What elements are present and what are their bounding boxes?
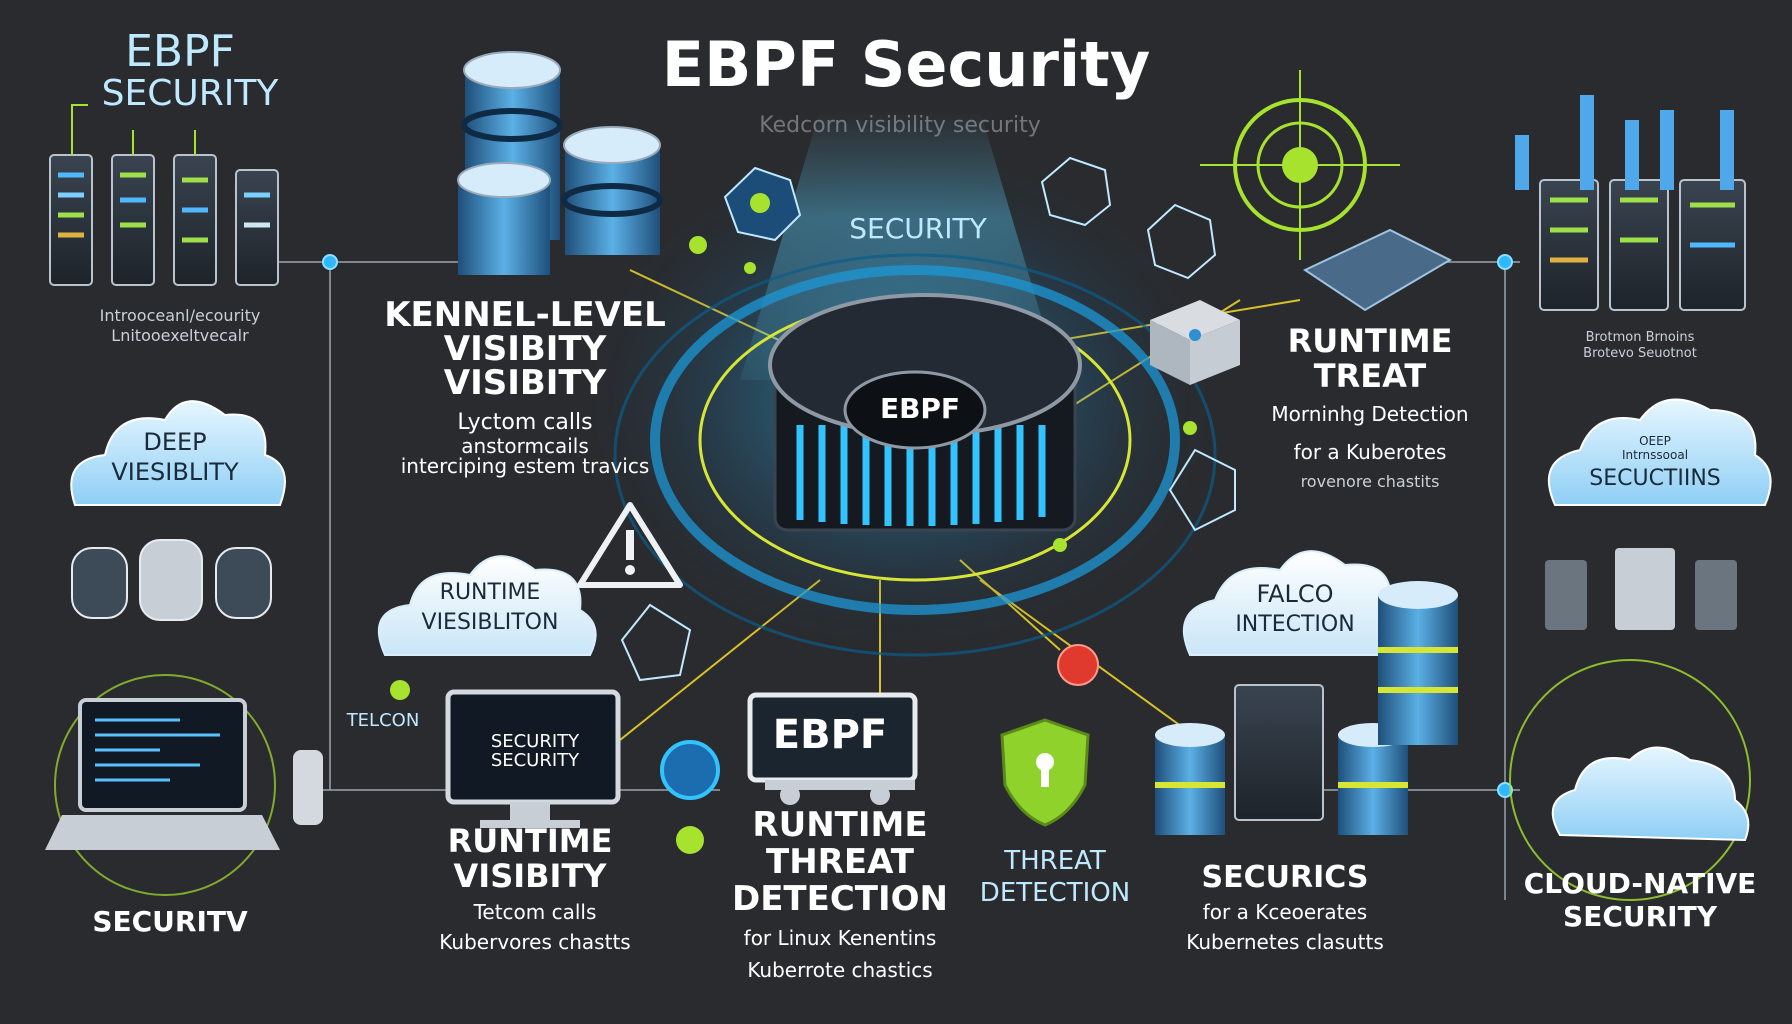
securics-title: SECURICS — [1201, 860, 1369, 895]
icons-right-middle — [1545, 548, 1737, 630]
falco-cloud-2: INTECTION — [1235, 612, 1355, 637]
runtime-treat-2: TREAT — [1313, 357, 1427, 395]
deep-cloud-2: VIESIBLITY — [111, 458, 239, 486]
deep-cloud-1: DEEP — [143, 428, 207, 456]
kernel-sub-1: Lyctom calls — [457, 410, 593, 435]
securics-sub-1: for a Kceoerates — [1202, 900, 1368, 924]
runtime-cloud-2: VIESIBLITON — [421, 610, 559, 635]
runtime-cloud-1: RUNTIME — [439, 580, 541, 605]
top-right-caption-1: Brotmon Brnoins — [1585, 330, 1695, 345]
kernel-line-1: KENNEL-LEVEL — [384, 295, 666, 335]
lock-node-icon — [660, 740, 720, 800]
usb-device — [293, 750, 323, 825]
threat-detection-1: THREAT — [1004, 846, 1106, 876]
runtime-treat-sub-3: rovenore chastits — [1300, 472, 1440, 491]
truck-icon — [747, 692, 918, 805]
cloud-runtime — [377, 555, 597, 656]
glow-nodes — [390, 236, 1197, 854]
shield-icon — [1000, 718, 1090, 827]
top-left-title-2: SECURITY — [101, 73, 279, 114]
falco-cloud-1: FALCO — [1256, 580, 1334, 608]
subtitle: Kedcorn visibility security — [759, 113, 1041, 138]
link-dots — [322, 254, 1513, 798]
beam-label: SECURITY — [849, 212, 987, 245]
keyboard-chip — [1302, 228, 1453, 312]
kernel-sub-2: anstormcails — [461, 434, 589, 458]
kernel-sub-3: interciping estem travics — [400, 454, 650, 478]
monitor-icon — [445, 689, 621, 828]
monitor-screen-1: SECURITY — [490, 731, 580, 752]
cube-icon — [1150, 300, 1240, 385]
alert-dot — [1057, 644, 1099, 686]
servers-bottom-right — [1155, 581, 1458, 835]
right-cloud-1: OEEP — [1639, 434, 1671, 448]
threat-detection-2: DETECTION — [979, 878, 1131, 908]
right-cloud-3: SECUCTIINS — [1589, 466, 1721, 491]
runtime-vis-1: RUNTIME — [447, 822, 613, 860]
top-left-title-1: EBPF — [125, 26, 235, 77]
cloud-deep-visibility — [70, 400, 286, 506]
monitor-screen-2: SECURITY — [490, 750, 580, 771]
runtime-threat-2: THREAT — [766, 842, 914, 882]
warning-icon — [577, 502, 683, 588]
runtime-threat-sub-1: for Linux Kenentins — [743, 926, 937, 950]
server-racks-top-right — [1515, 95, 1746, 311]
truck-label: EBPF — [772, 712, 888, 758]
runtime-threat-3: DETECTION — [731, 879, 949, 919]
cloud-native-icon — [1509, 659, 1751, 901]
laptop-label: SECURITV — [92, 905, 248, 938]
robot-icons-left — [71, 539, 272, 621]
kernel-line-2: VISIBITY — [443, 329, 607, 369]
laptop-icon — [45, 674, 280, 896]
cloud-native-1: CLOUD-NATIVE — [1523, 867, 1757, 900]
kernel-line-3: VISIBITY — [443, 363, 607, 403]
runtime-treat-sub-2: for a Kuberotes — [1293, 440, 1447, 464]
target-icon — [1200, 70, 1400, 260]
runtime-vis-sub-2: Kubervores chastts — [439, 930, 631, 954]
page-title: EBPF Security — [661, 28, 1151, 101]
geo-node-dot — [750, 193, 770, 213]
runtime-vis-2: VISIBITY — [453, 857, 607, 895]
runtime-threat-1: RUNTIME — [752, 805, 928, 845]
database-stack-top — [457, 51, 663, 275]
top-right-caption-2: Brotevo Seuotnot — [1583, 346, 1697, 361]
top-left-caption-2: Lnitooexeltvecalr — [111, 326, 249, 345]
telcon-label: TELCON — [346, 710, 420, 731]
ebpf-hub — [768, 293, 1082, 532]
runtime-treat-1: RUNTIME — [1287, 322, 1453, 360]
server-racks-top-left — [49, 104, 279, 286]
runtime-treat-sub-1: Morninhg Detection — [1271, 402, 1469, 426]
top-left-caption-1: Introoceanl/ecourity — [99, 306, 261, 325]
runtime-vis-sub-1: Tetcom calls — [473, 900, 597, 924]
cloud-native-2: SECURITY — [1563, 900, 1717, 933]
cloud-right — [1547, 398, 1772, 506]
right-cloud-2: Intrnssooal — [1621, 448, 1689, 462]
securics-sub-2: Kubernetes clasutts — [1186, 930, 1384, 954]
hub-label: EBPF — [879, 392, 961, 425]
runtime-threat-sub-2: Kuberrote chastics — [747, 958, 933, 982]
